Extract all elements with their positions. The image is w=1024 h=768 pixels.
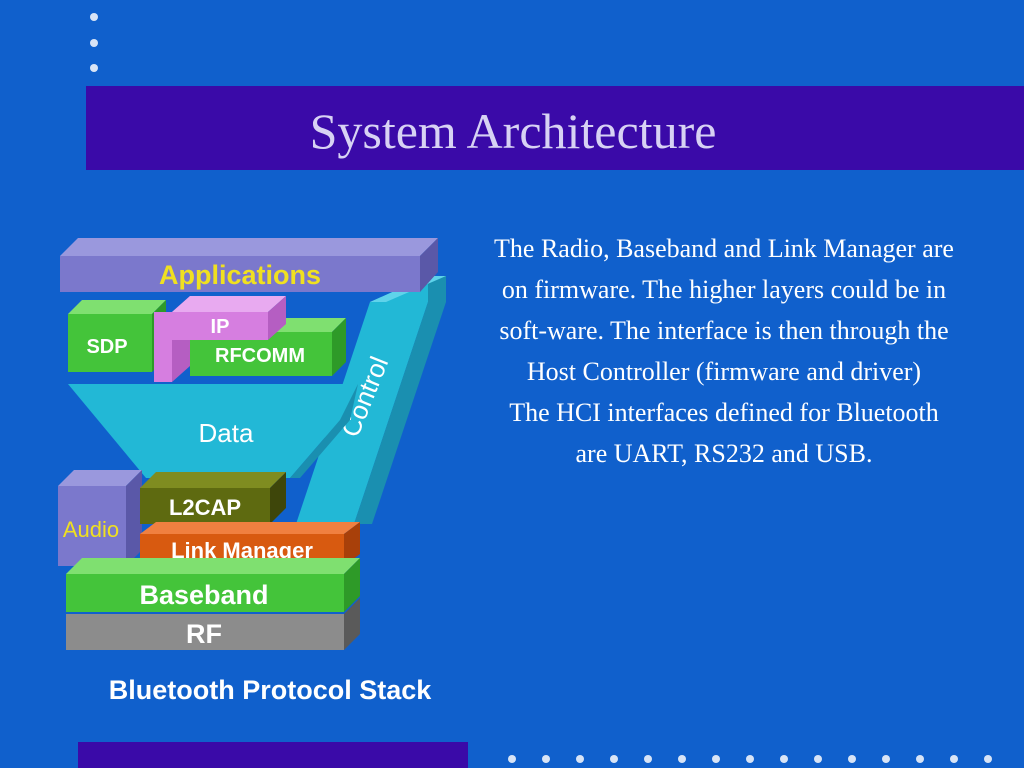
baseband-layer: Baseband [66, 558, 360, 612]
decor-dot [90, 64, 98, 72]
l2cap-layer: L2CAP [140, 472, 286, 524]
decor-dot [508, 755, 516, 763]
decor-dot [916, 755, 924, 763]
data-label: Data [199, 418, 254, 448]
decor-dot [814, 755, 822, 763]
decor-dot [678, 755, 686, 763]
ip-layer: IP [154, 296, 286, 382]
decor-dot [542, 755, 550, 763]
decor-dot [780, 755, 788, 763]
decor-dot [576, 755, 584, 763]
decor-dot [712, 755, 720, 763]
decor-dot [950, 755, 958, 763]
description-paragraph: The HCI interfaces defined for Bluetooth… [509, 398, 939, 468]
decor-dot [882, 755, 890, 763]
rf-layer: RF [66, 598, 360, 650]
sdp-layer: SDP [68, 300, 166, 372]
decor-dot [90, 39, 98, 47]
bottom-band [78, 742, 468, 768]
applications-layer: Applications [60, 238, 438, 292]
audio-layer: Audio [58, 470, 142, 566]
decor-dot [848, 755, 856, 763]
decor-dot [984, 755, 992, 763]
data-layer: Data [68, 384, 358, 478]
title-band [86, 86, 1024, 170]
decor-dot [644, 755, 652, 763]
ip-label: IP [211, 316, 230, 338]
slide-title: System Architecture [309, 103, 717, 159]
description-text: The Radio, Baseband and Link Manager are… [494, 228, 954, 474]
audio-label: Audio [63, 517, 119, 542]
rfcomm-label: RFCOMM [215, 345, 305, 367]
applications-label: Applications [159, 260, 321, 290]
baseband-label: Baseband [139, 580, 268, 610]
description-paragraph: The Radio, Baseband and Link Manager are… [494, 234, 954, 386]
rf-label: RF [186, 619, 222, 649]
decor-dot [90, 13, 98, 21]
sdp-label: SDP [86, 336, 127, 358]
l2cap-label: L2CAP [169, 495, 241, 520]
decor-dot [746, 755, 754, 763]
decor-dot [610, 755, 618, 763]
stack-caption: Bluetooth Protocol Stack [108, 675, 432, 705]
